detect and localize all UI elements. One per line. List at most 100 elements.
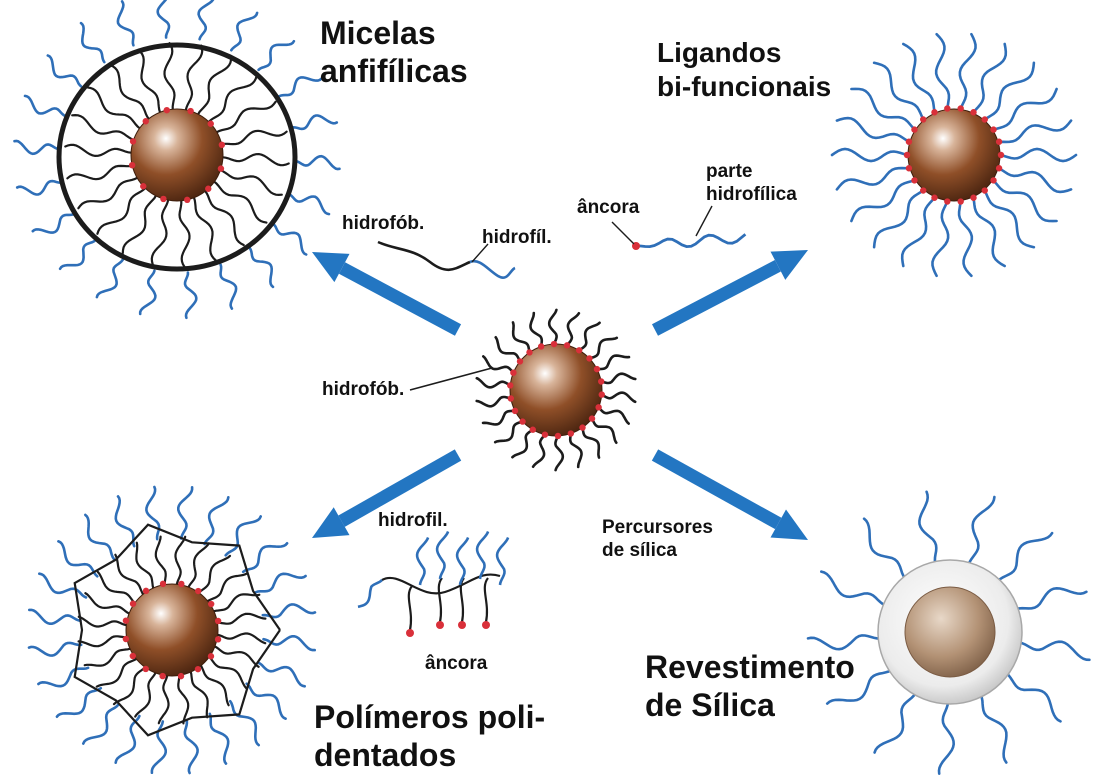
hydrophobic-chain (114, 666, 146, 704)
anchor-dot (129, 162, 135, 168)
hydrophobic-chain (208, 656, 246, 688)
label-hidrofob-top: hidrofób. (342, 212, 424, 235)
hydrophobic-chain (567, 313, 579, 347)
anchor-dot (184, 197, 190, 203)
hydrophilic-chain (998, 533, 1052, 581)
polydentate-chain-example (358, 532, 508, 638)
hydrophilic-chain (477, 532, 488, 580)
hydrophilic-chain (864, 519, 905, 579)
anchor-dot (599, 391, 605, 397)
hydrophilic-chain (60, 240, 95, 269)
hydrophobic-chain (135, 671, 156, 716)
hydrophilic-chain (972, 195, 1004, 266)
anchor-dot (519, 418, 525, 424)
anchor-dot (990, 126, 996, 132)
anchor-dot (970, 195, 976, 201)
anchor-dot (517, 358, 523, 364)
anchor-dot (970, 109, 976, 115)
anchor-dot (123, 617, 129, 623)
anchor-dot (957, 105, 963, 111)
hydrophilic-chain (996, 167, 1071, 192)
hydrophobic-chain (115, 555, 144, 596)
anchor-dot (458, 621, 466, 629)
anchor-dot (564, 342, 570, 348)
anchor-dot (208, 653, 214, 659)
hydrophilic-chain (230, 701, 259, 745)
hydrophobic-chain (98, 572, 136, 604)
hydrophobic-chain (599, 374, 635, 383)
label-hidrofob-center: hidrofób. (322, 378, 404, 401)
micela-structure (15, 0, 340, 318)
hydrophilic-chain (437, 532, 448, 580)
anchor-dot (208, 601, 214, 607)
hydrophobic-chain (600, 393, 635, 402)
arrow-shaft (655, 266, 778, 330)
hydrophilic-chain (15, 141, 60, 154)
hydrophilic-chain (39, 574, 86, 598)
hydrophobic-chain (533, 433, 545, 467)
hydrophilic-chain (983, 188, 1034, 247)
hydrophilic-chain (874, 63, 925, 122)
hydrophilic-chain (97, 260, 123, 297)
hydrophilic-chain (256, 574, 306, 592)
anchor-dot (510, 369, 516, 375)
title-micelas-anfifilicas: Micelas anfifílicas (320, 14, 468, 90)
hydrophilic-chain (998, 149, 1076, 161)
hydrophilic-chain (247, 684, 286, 719)
hydrophilic-chain (38, 668, 88, 686)
hydrophilic-chain (258, 663, 305, 687)
hydrophobic-chain (200, 664, 229, 705)
hydrophobic-chain (97, 658, 138, 687)
anchor-dot (944, 198, 950, 204)
anchor-dot (589, 415, 595, 421)
anchor-dot (920, 116, 926, 122)
hydrophobic-chain (531, 313, 542, 348)
title-ligandos-bifuncionais: Ligandos bi-funcionais (657, 36, 831, 104)
hydrophilic-chain (116, 496, 134, 546)
hydrophilic-segment (470, 261, 515, 277)
hydrophobic-chain (213, 646, 258, 667)
hydrophilic-chain (178, 487, 192, 538)
anchor-dot (143, 118, 149, 124)
hydrophobic-chain (159, 674, 169, 723)
anchor-dot (218, 165, 224, 171)
anchor-dot (195, 588, 201, 594)
anchor-dot (164, 107, 170, 113)
anchor-dot (586, 355, 592, 361)
hydrophobic-chain (477, 397, 513, 406)
hydrophilic-chain (959, 199, 972, 276)
anchor-dot (920, 187, 926, 193)
hydrophobic-chain (513, 322, 531, 354)
label-parte-hidrofilica: parte hidrofílica (706, 160, 797, 206)
anchor-dot (555, 433, 561, 439)
hydrophobic-chain (578, 323, 599, 352)
structures-layer (15, 0, 1090, 774)
hydrophobic-chain (595, 356, 629, 370)
anchor-dot (542, 431, 548, 437)
anchor-dot (568, 430, 574, 436)
hydrophobic-chain (215, 614, 265, 624)
hydrophobic-chain (85, 648, 132, 666)
hydrophilic-chain (57, 688, 101, 717)
anchor-dot (187, 108, 193, 114)
title-polimeros-polidentados: Polímeros poli- dentados (314, 698, 545, 774)
anchor-dot (551, 341, 557, 347)
ligandos-structure (832, 34, 1076, 276)
hydrophilic-chain (146, 487, 159, 539)
anchor-dot (143, 588, 149, 594)
anchor-dot (530, 427, 536, 433)
anchor-dot (195, 666, 201, 672)
hydrophilic-chain (902, 195, 936, 266)
anchor-dot (595, 404, 601, 410)
hydrophilic-chain (960, 34, 976, 111)
hydrophilic-chain (288, 194, 329, 214)
polymer-arm (439, 578, 442, 622)
title-revestimento-silica: Revestimento de Sílica (645, 648, 855, 724)
hydrophilic-chain (875, 693, 916, 753)
hydrophilic-chain (33, 214, 75, 233)
anchor-dot (579, 424, 585, 430)
hydrophilic-chain (903, 44, 935, 115)
hydrophilic-chain (85, 515, 114, 559)
anchor-dot (576, 347, 582, 353)
hydrophobic-chain (188, 543, 209, 588)
